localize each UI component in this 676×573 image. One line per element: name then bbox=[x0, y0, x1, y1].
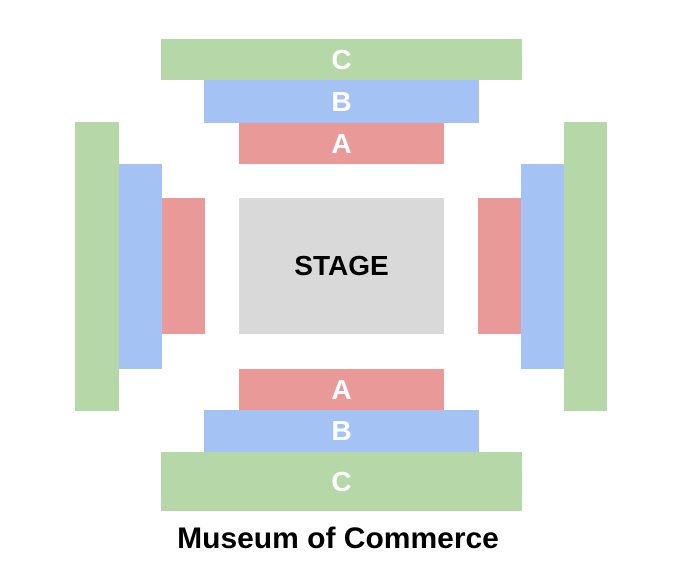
section-a-bottom-label: A bbox=[331, 373, 352, 405]
section-b-top[interactable]: B bbox=[204, 80, 479, 123]
section-c-bottom[interactable]: C bbox=[161, 452, 522, 511]
stage: STAGE bbox=[239, 198, 444, 334]
stage-label: STAGE bbox=[294, 250, 389, 281]
section-a-top-label: A bbox=[331, 127, 352, 159]
section-a-right[interactable] bbox=[478, 198, 521, 334]
venue-title: Museum of Commerce bbox=[177, 522, 499, 555]
section-b-bottom-label: B bbox=[331, 415, 352, 446]
section-c-right[interactable] bbox=[564, 122, 607, 411]
section-a-top[interactable]: A bbox=[239, 123, 444, 164]
section-c-top-label: C bbox=[331, 43, 352, 75]
section-b-left[interactable] bbox=[119, 164, 162, 369]
section-a-bottom[interactable]: A bbox=[239, 369, 444, 410]
section-c-bottom-label: C bbox=[331, 465, 352, 497]
section-b-bottom[interactable]: B bbox=[204, 410, 479, 452]
section-c-top[interactable]: C bbox=[161, 39, 522, 80]
section-b-right[interactable] bbox=[521, 164, 564, 369]
section-b-top-label: B bbox=[331, 85, 352, 117]
section-a-left[interactable] bbox=[162, 198, 205, 334]
section-c-left[interactable] bbox=[75, 122, 119, 411]
